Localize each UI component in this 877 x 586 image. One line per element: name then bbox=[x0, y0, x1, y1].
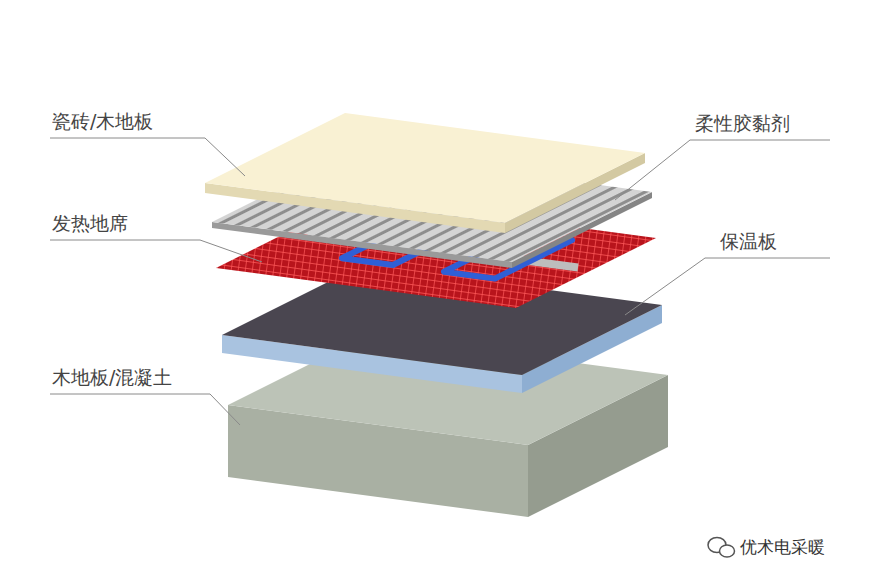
wechat-icon bbox=[708, 538, 735, 558]
layer-label: 柔性胶黏剂 bbox=[695, 112, 790, 135]
watermark: 优术电采暖 bbox=[740, 537, 825, 557]
tile-layer bbox=[205, 113, 645, 233]
layer-label: 木地板/混凝土 bbox=[52, 366, 172, 389]
leader-lines bbox=[50, 138, 830, 425]
layer-label: 发热地席 bbox=[52, 212, 128, 235]
layer-label: 瓷砖/木地板 bbox=[52, 110, 153, 133]
layer-label: 保温板 bbox=[720, 230, 777, 253]
